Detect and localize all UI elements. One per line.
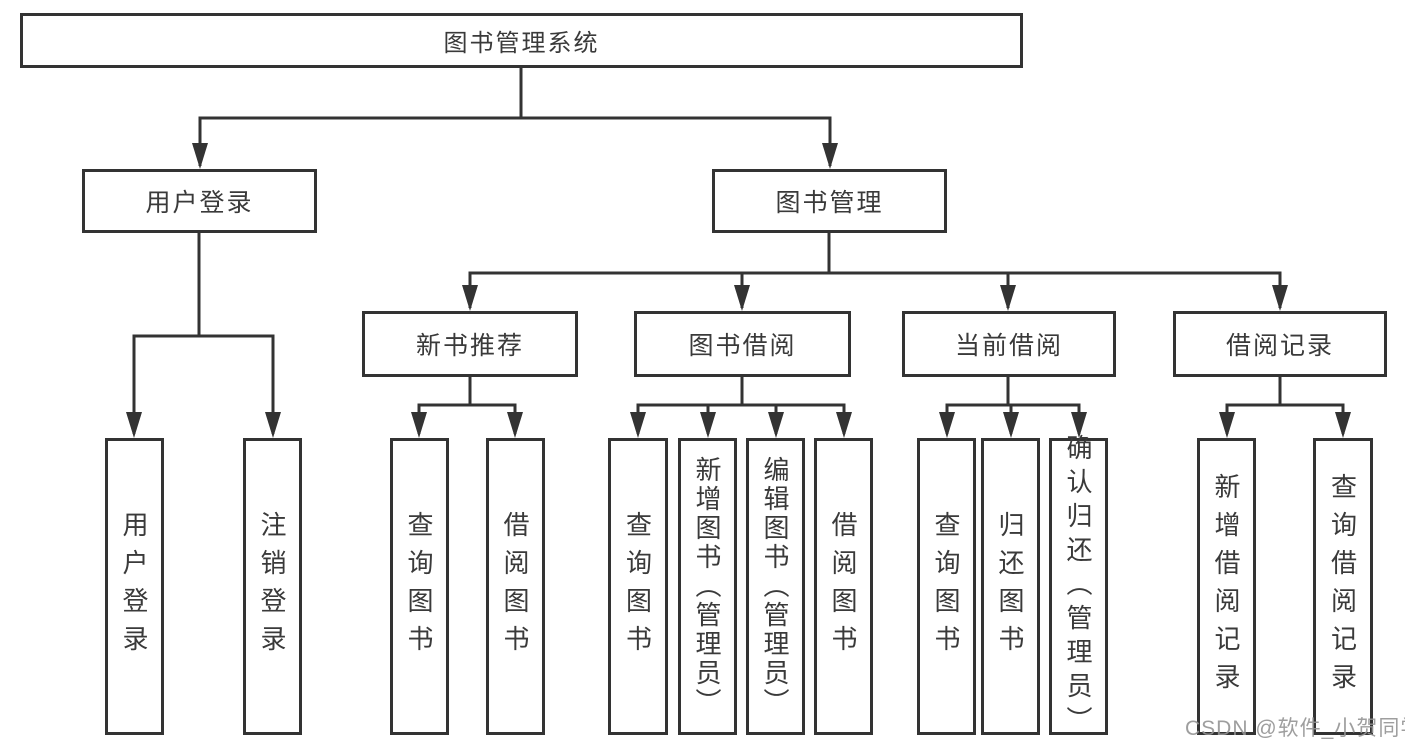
watermark: CSDN @软件_小贺同学 (1185, 717, 1405, 740)
node-new-book-recommend: 新书推荐 (362, 311, 578, 377)
node-book-management-branch: 图书管理 (712, 169, 947, 233)
node-leaf-add-books-admin: 新增图书（管理员） (678, 438, 737, 735)
node-library-management-system: 图书管理系统 (20, 13, 1023, 68)
node-leaf-user-login: 用户登录 (105, 438, 164, 735)
node-leaf-current-query-books: 查询图书 (917, 438, 976, 735)
node-leaf-newbook-query-books: 查询图书 (390, 438, 449, 735)
node-leaf-newbook-borrow-books: 借阅图书 (486, 438, 545, 735)
node-leaf-confirm-return-admin: 确认归还（管理员） (1049, 434, 1108, 740)
node-leaf-edit-books-admin: 编辑图书（管理员） (746, 438, 805, 735)
node-borrowing-records: 借阅记录 (1173, 311, 1387, 377)
node-book-borrowing: 图书借阅 (634, 311, 851, 377)
node-leaf-borrow-books: 借阅图书 (814, 438, 873, 735)
node-leaf-add-borrow-record: 新增借阅记录 (1197, 438, 1256, 735)
node-leaf-logout: 注销登录 (243, 438, 302, 735)
node-leaf-query-borrow-record: 查询借阅记录 (1313, 438, 1373, 735)
node-leaf-return-books: 归还图书 (981, 438, 1040, 735)
node-current-borrowing: 当前借阅 (902, 311, 1116, 377)
node-user-login-branch: 用户登录 (82, 169, 317, 233)
node-leaf-borrow-query-books: 查询图书 (608, 438, 668, 735)
